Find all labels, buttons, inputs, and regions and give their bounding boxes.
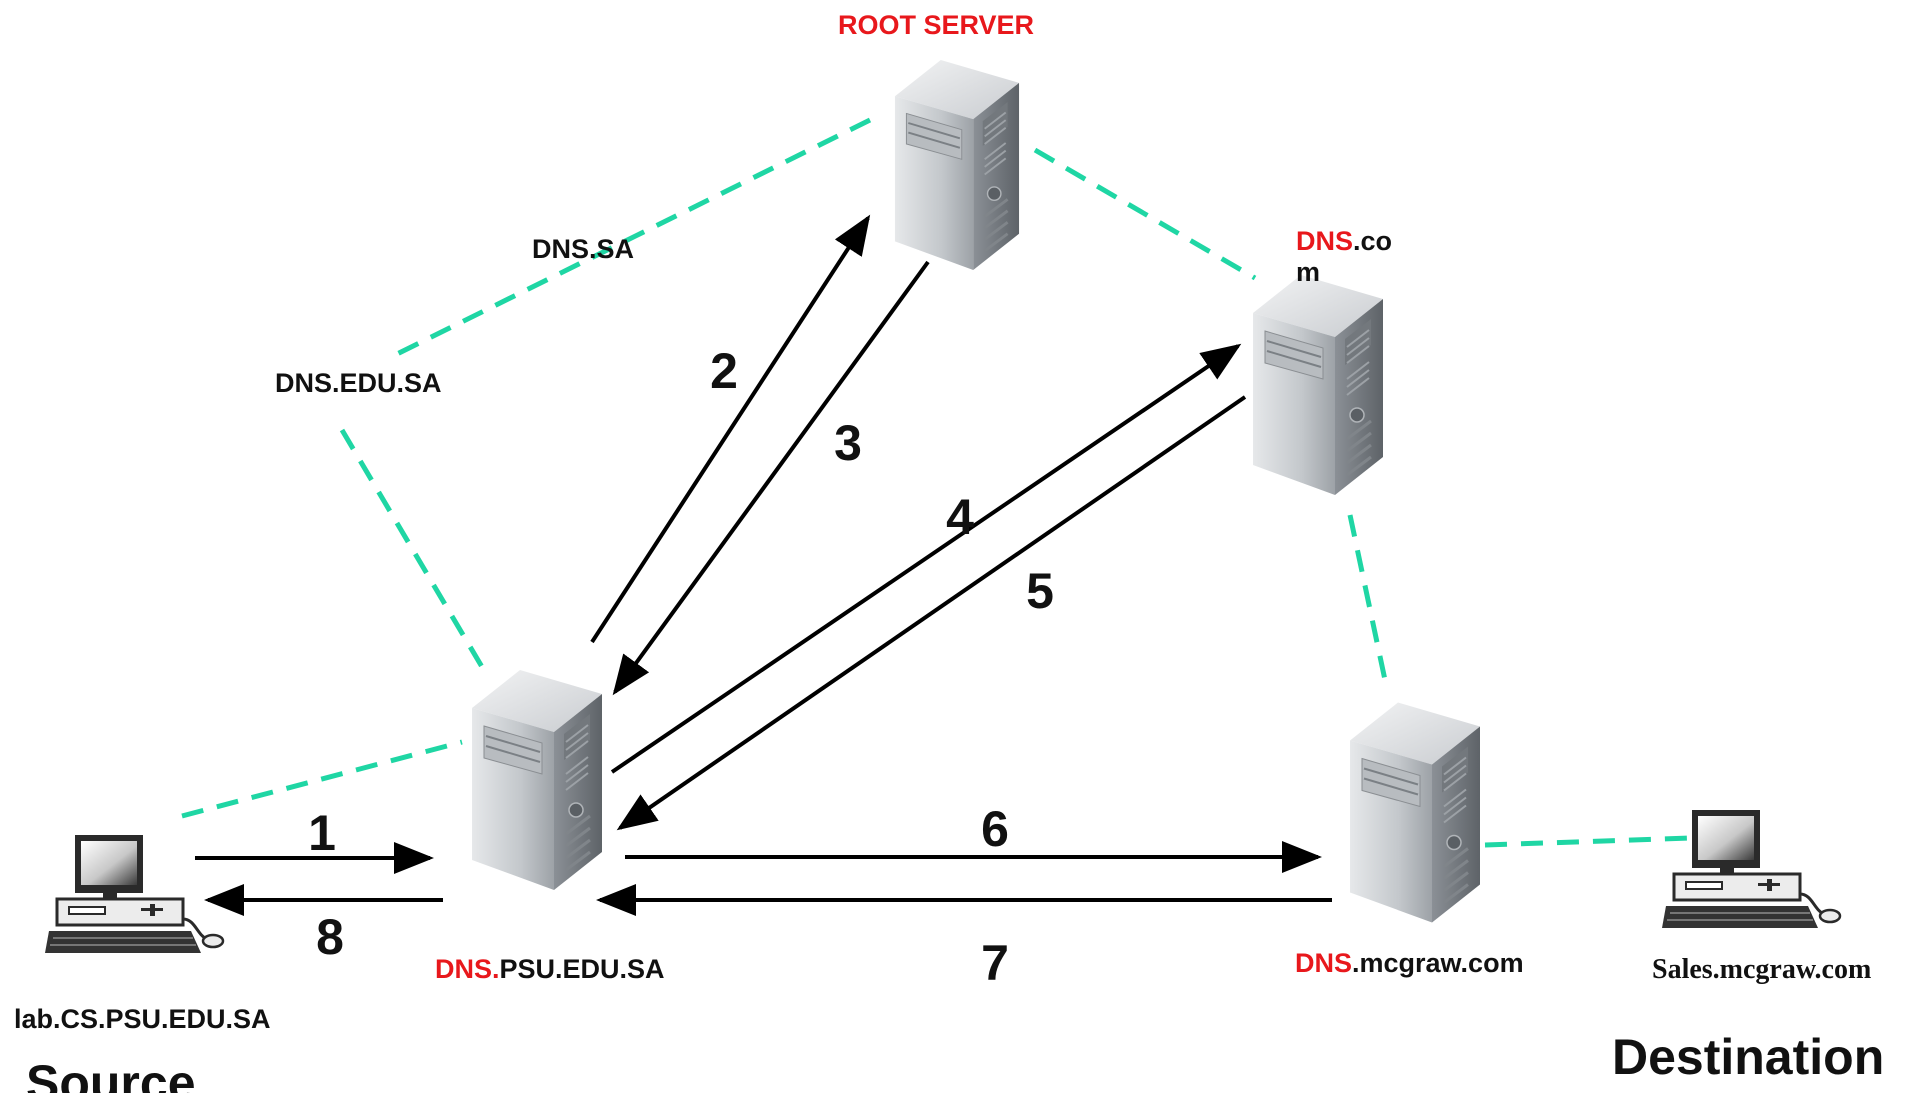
dns-mcgraw-suffix: .mcgraw.com (1352, 948, 1524, 978)
dns-edu-sa-label: DNS.EDU.SA (275, 368, 442, 398)
step-7-label: 7 (981, 935, 1009, 991)
dashed-links (181, 117, 1693, 848)
step-8-label: 8 (316, 909, 344, 965)
step-4-label: 4 (946, 489, 974, 545)
step-5-label: 5 (1026, 563, 1054, 619)
dns-psu-server-icon (472, 668, 602, 892)
dns-mcgraw-server-icon (1350, 700, 1480, 925)
dns-mcgraw-label: DNS.mcgraw.com (1295, 950, 1524, 977)
step-6-label: 6 (981, 801, 1009, 857)
dns-psu-label: DNS.PSU.EDU.SA (435, 956, 665, 983)
dns-psu-prefix: DNS. (435, 954, 500, 984)
dns-mcgraw-prefix: DNS (1295, 948, 1353, 978)
link-dns-mcgraw-to-sales (1484, 835, 1693, 848)
link-lab-to-dns-psu (181, 739, 463, 819)
link-root-to-dns-com (1033, 147, 1257, 281)
destination-computer-icon (1662, 810, 1842, 930)
step-2-label: 2 (710, 343, 738, 399)
dns-com-suffix-line2: m (1296, 257, 1321, 288)
arrow-step-2 (590, 214, 871, 644)
destination-label: Destination (1612, 1029, 1885, 1085)
sales-host-label: Sales.mcgraw.com (1652, 954, 1872, 985)
step-1-label: 1 (308, 805, 336, 861)
dns-com-server-icon (1253, 275, 1383, 495)
root-server-label: ROOT SERVER (838, 10, 1035, 40)
step-3-label: 3 (834, 415, 862, 471)
link-root-to-dns-edu-sa (393, 117, 872, 358)
root-server-icon (893, 60, 1021, 270)
source-label: Source (26, 1055, 196, 1093)
source-computer-icon (45, 835, 225, 955)
arrow-step-4 (610, 343, 1242, 774)
dns-com-suffix-line1: .co (1353, 226, 1393, 256)
dns-com-label: DNS.co m (1296, 226, 1392, 288)
arrow-step-5 (616, 395, 1247, 831)
dns-psu-suffix: PSU.EDU.SA (499, 954, 665, 984)
arrow-step-3 (612, 260, 930, 696)
link-dns-com-to-dns-mcgraw (1347, 514, 1388, 681)
query-arrows (195, 214, 1332, 916)
dns-sa-label: DNS.SA (532, 234, 635, 264)
lab-host-label: lab.CS.PSU.EDU.SA (14, 1004, 271, 1034)
link-dns-edu-sa-to-dns-psu (339, 428, 488, 674)
dns-com-prefix: DNS (1296, 226, 1354, 256)
